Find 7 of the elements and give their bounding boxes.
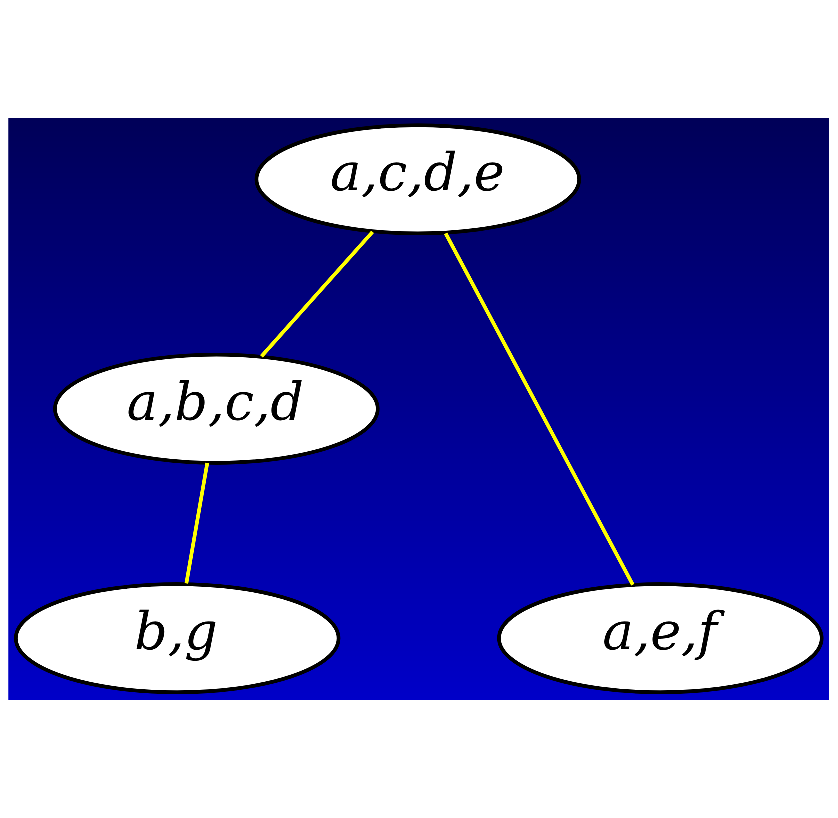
node-ellipse: a,b,c,d <box>53 353 380 465</box>
connector <box>260 230 374 358</box>
node-ellipse: a,c,d,e <box>254 124 582 236</box>
node-ellipse: b,g <box>14 582 341 694</box>
connector <box>444 232 635 586</box>
node-ellipse: a,e,f <box>497 582 824 694</box>
connector <box>184 462 210 584</box>
